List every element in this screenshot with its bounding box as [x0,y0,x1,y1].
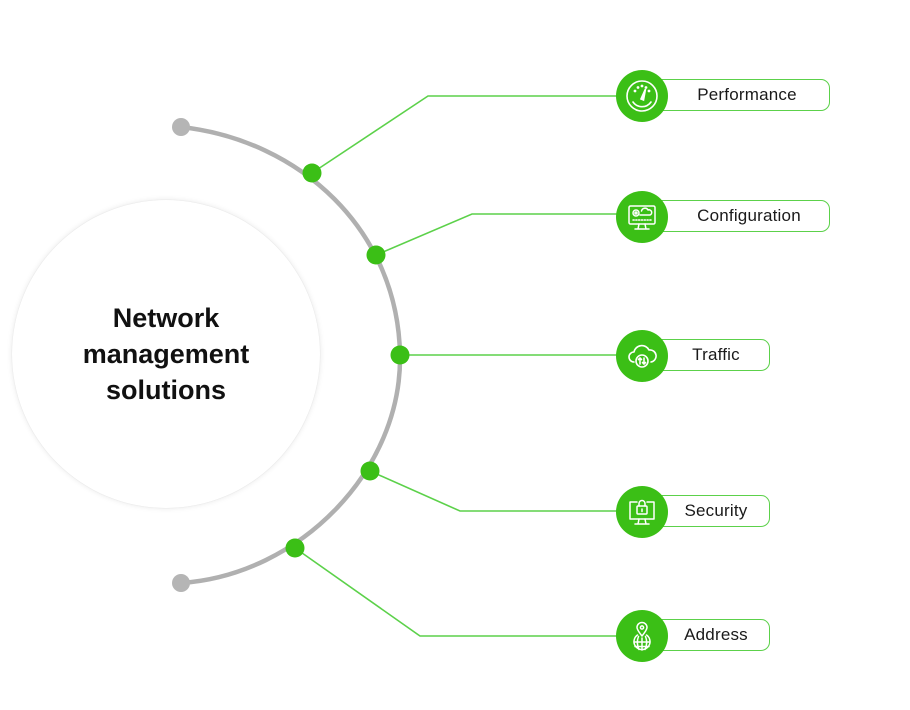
item-traffic-badge [616,330,668,382]
node-dot-configuration [366,245,386,265]
hub-title-line: Network [112,303,220,333]
item-label: Security [684,501,748,520]
hub-circle: Network management solutions [12,200,320,508]
item-configuration-label: Configuration [640,200,830,232]
monitor-lock-icon [629,499,655,525]
arc-endpoint-top [172,118,190,136]
arc-endpoint-bottom [172,574,190,592]
monitor-cloud-gear-icon [628,205,656,230]
location-globe-icon [633,621,651,651]
connector-address [294,547,640,637]
node-dot-address [285,538,305,558]
connector-configuration [375,213,640,256]
item-address-badge [616,610,668,662]
hub-title: Network management solutions [51,300,281,408]
item-label: Traffic [692,345,740,364]
item-label: Performance [697,85,797,104]
node-dot-performance [302,163,322,183]
item-label: Configuration [697,206,801,225]
node-dot-traffic [390,345,410,365]
item-label: Address [684,625,748,644]
node-dot-security [360,461,380,481]
item-configuration-badge [616,191,668,243]
speedometer-icon [626,80,658,112]
connector-security [369,470,640,512]
item-performance-label: Performance [640,79,830,111]
item-security-badge [616,486,668,538]
item-performance-badge [616,70,668,122]
hub-title-line: solutions [106,375,226,405]
hub-title-line: management [82,339,250,369]
cloud-transfer-icon [628,344,657,368]
connector-performance [311,95,640,174]
